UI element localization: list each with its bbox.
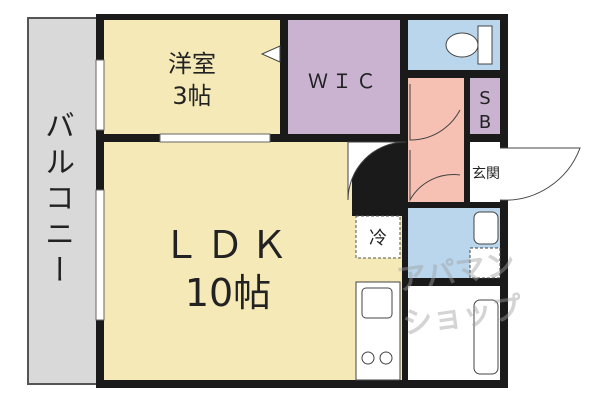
entrance-floor	[470, 142, 500, 202]
window	[95, 189, 105, 321]
stove-burner-icon	[361, 351, 375, 365]
entrance-label: 玄関	[472, 165, 500, 182]
toilet-tank-icon	[477, 25, 493, 65]
fridge-label: 冷	[369, 228, 387, 249]
sliding-door	[159, 133, 271, 143]
ldk-room	[104, 142, 352, 380]
door-swing	[409, 150, 461, 202]
washer-space	[469, 247, 501, 279]
ldk-name: ＬＤＫ	[162, 223, 294, 267]
balcony-label: バルコニー	[39, 110, 74, 290]
sink-icon	[361, 287, 393, 319]
sb-label-bottom: B	[479, 112, 491, 133]
western-room	[104, 20, 280, 134]
door-swing	[347, 141, 407, 201]
western-room-size: 3帖	[172, 82, 211, 110]
balcony-area	[27, 17, 99, 385]
sb-label-top: S	[479, 88, 490, 109]
wic-label: ＷＩＣ	[308, 69, 380, 93]
shoe-box	[470, 78, 500, 134]
washbasin-icon	[473, 211, 499, 245]
western-room-name: 洋室	[168, 50, 216, 78]
door-swing	[499, 147, 581, 201]
bathtub-icon	[473, 299, 499, 375]
stove-burner-icon	[379, 351, 393, 365]
door-marker	[260, 45, 281, 63]
fridge-space	[355, 215, 401, 259]
window	[95, 59, 105, 131]
ldk-size: 10帖	[185, 271, 271, 315]
wic-room	[288, 20, 400, 134]
toilet-bowl-icon	[445, 32, 479, 58]
door-swing	[409, 84, 461, 141]
kitchen-counter	[355, 281, 401, 381]
